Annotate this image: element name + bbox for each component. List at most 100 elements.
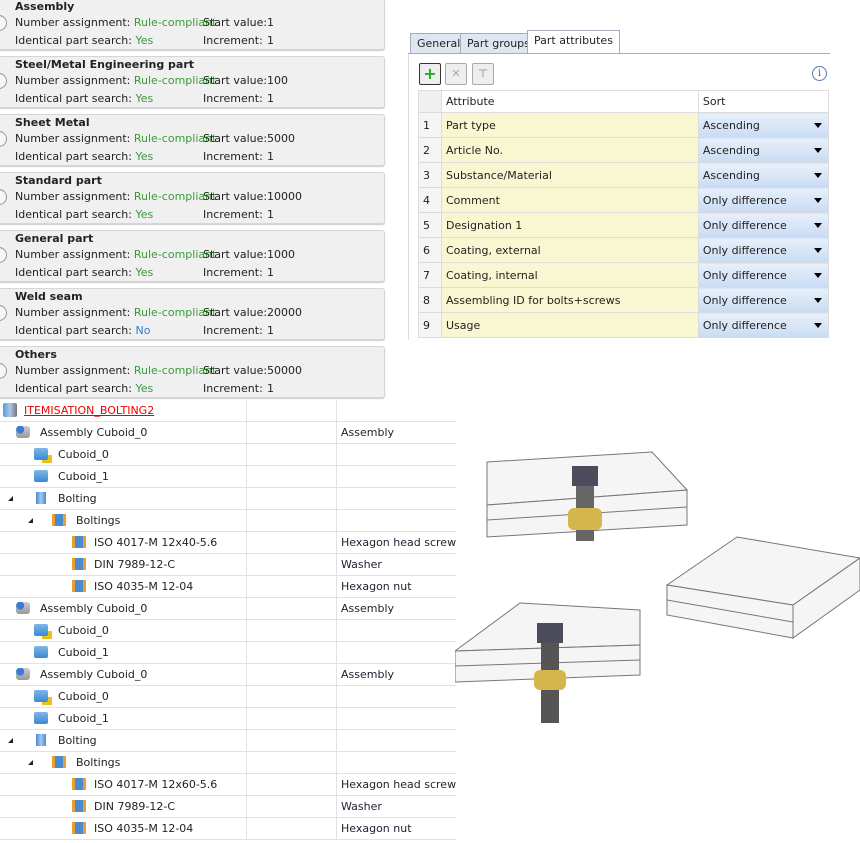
attribute-cell[interactable]: Part type [441, 112, 699, 138]
3d-model-view[interactable] [455, 430, 860, 740]
increment-value: 1 [267, 382, 274, 395]
expand-icon[interactable] [0, 131, 7, 147]
tree-row[interactable]: Assembly Cuboid_0 Assembly [0, 598, 456, 620]
expand-icon[interactable] [0, 189, 7, 205]
add-attribute-button[interactable]: + [419, 63, 441, 85]
tree-item-label[interactable]: Cuboid_1 [58, 712, 109, 725]
sort-dropdown[interactable]: Only difference [697, 287, 830, 313]
tree-item-label[interactable]: ISO 4017-M 12x40-5.6 [94, 536, 218, 549]
collapse-arrow-icon[interactable] [28, 760, 33, 765]
info-icon[interactable]: i [812, 66, 827, 81]
tree-item-label[interactable]: Bolting [58, 734, 97, 747]
attribute-cell[interactable]: Comment [441, 187, 699, 213]
part-group-panel[interactable]: Standard part Number assignment: Rule-co… [0, 172, 385, 224]
tree-item-label[interactable]: ISO 4017-M 12x60-5.6 [94, 778, 218, 791]
expand-icon[interactable] [0, 247, 7, 263]
tab-part-groups[interactable]: Part groups [460, 33, 537, 54]
sort-dropdown[interactable]: Ascending [697, 112, 830, 138]
identical-search-label: Identical part search: [15, 34, 132, 47]
tree-item-label[interactable]: Assembly Cuboid_0 [40, 668, 148, 681]
tree-row[interactable]: Cuboid_0 [0, 444, 456, 466]
tree-row[interactable]: Cuboid_1 [0, 642, 456, 664]
tree-item-label[interactable]: Boltings [76, 756, 121, 769]
tab-part-attributes[interactable]: Part attributes [527, 30, 620, 54]
tree-row[interactable]: ISO 4017-M 12x60-5.6 Hexagon head screw [0, 774, 456, 796]
tree-title[interactable]: ITEMISATION_BOLTING2 [24, 404, 155, 417]
tree-row[interactable]: DIN 7989-12-C Washer [0, 554, 456, 576]
collapse-arrow-icon[interactable] [8, 738, 13, 743]
tree-item-label[interactable]: Cuboid_1 [58, 470, 109, 483]
tab-general[interactable]: General [410, 33, 468, 54]
attribute-cell[interactable]: Designation 1 [441, 212, 699, 238]
expand-icon[interactable] [0, 305, 7, 321]
row-number: 6 [418, 237, 442, 263]
expand-icon[interactable] [0, 15, 7, 31]
edit-attribute-button[interactable]: ⊤ [472, 63, 494, 85]
number-assignment-label: Number assignment: [15, 364, 131, 377]
attribute-cell[interactable]: Substance/Material [441, 162, 699, 188]
tree-item-label[interactable]: ISO 4035-M 12-04 [94, 822, 194, 835]
tree-row[interactable]: ISO 4035-M 12-04 Hexagon nut [0, 818, 456, 840]
part-group-panel[interactable]: Assembly Number assignment: Rule-complia… [0, 0, 385, 50]
expand-icon[interactable] [0, 73, 7, 89]
part-group-panel[interactable]: Others Number assignment: Rule-compliant… [0, 346, 385, 398]
tree-row[interactable]: Boltings [0, 510, 456, 532]
part-group-panel[interactable]: Sheet Metal Number assignment: Rule-comp… [0, 114, 385, 166]
collapse-arrow-icon[interactable] [8, 496, 13, 501]
plate-right [665, 536, 860, 639]
tree-row[interactable]: Boltings [0, 752, 456, 774]
attribute-cell[interactable]: Usage [441, 312, 699, 338]
tree-item-label[interactable]: Cuboid_0 [58, 624, 109, 637]
sort-dropdown[interactable]: Ascending [697, 137, 830, 163]
part-group-panel[interactable]: General part Number assignment: Rule-com… [0, 230, 385, 282]
tree-item-label[interactable]: Assembly Cuboid_0 [40, 426, 148, 439]
sort-dropdown[interactable]: Only difference [697, 237, 830, 263]
tree-row[interactable]: ISO 4035-M 12-04 Hexagon nut [0, 576, 456, 598]
tree-item-label[interactable]: Cuboid_0 [58, 690, 109, 703]
collapse-arrow-icon[interactable] [28, 518, 33, 523]
tree-row[interactable]: Cuboid_0 [0, 620, 456, 642]
sort-dropdown[interactable]: Only difference [697, 187, 830, 213]
tree-row[interactable]: ISO 4017-M 12x40-5.6 Hexagon head screw [0, 532, 456, 554]
tree-item-label[interactable]: Assembly Cuboid_0 [40, 602, 148, 615]
attribute-cell[interactable]: Assembling ID for bolts+screws [441, 287, 699, 313]
tree-item-label[interactable]: Cuboid_0 [58, 448, 109, 461]
tree-row[interactable]: Bolting [0, 730, 456, 752]
delete-attribute-button[interactable]: ✕ [445, 63, 467, 85]
tree-row[interactable]: Assembly Cuboid_0 Assembly [0, 664, 456, 686]
tree-row[interactable]: Cuboid_1 [0, 708, 456, 730]
sort-dropdown[interactable]: Only difference [697, 312, 830, 338]
tree-row[interactable]: Bolting [0, 488, 456, 510]
tree-item-label[interactable]: DIN 7989-12-C [94, 558, 176, 571]
tree-row[interactable]: Cuboid_0 [0, 686, 456, 708]
tree-root[interactable]: ITEMISATION_BOLTING2 [0, 400, 456, 422]
attribute-cell[interactable]: Coating, internal [441, 262, 699, 288]
expand-icon[interactable] [0, 363, 7, 379]
bolting-icon [36, 734, 46, 746]
tree-row[interactable]: DIN 7989-12-C Washer [0, 796, 456, 818]
tree-row[interactable]: Assembly Cuboid_0 Assembly [0, 422, 456, 444]
part-group-panel[interactable]: Weld seam Number assignment: Rule-compli… [0, 288, 385, 340]
tree-row[interactable]: Cuboid_1 [0, 466, 456, 488]
tree-item-label[interactable]: ISO 4035-M 12-04 [94, 580, 194, 593]
part-group-panel[interactable]: Steel/Metal Engineering part Number assi… [0, 56, 385, 108]
attribute-cell[interactable]: Article No. [441, 137, 699, 163]
sort-dropdown[interactable]: Only difference [697, 212, 830, 238]
tree-item-label[interactable]: DIN 7989-12-C [94, 800, 176, 813]
sort-dropdown[interactable]: Ascending [697, 162, 830, 188]
attribute-cell[interactable]: Coating, external [441, 237, 699, 263]
tree-item-type [336, 466, 341, 487]
tree-item-label[interactable]: Bolting [58, 492, 97, 505]
tree-item-label[interactable]: Boltings [76, 514, 121, 527]
sort-dropdown[interactable]: Only difference [697, 262, 830, 288]
tree-item-label[interactable]: Cuboid_1 [58, 646, 109, 659]
